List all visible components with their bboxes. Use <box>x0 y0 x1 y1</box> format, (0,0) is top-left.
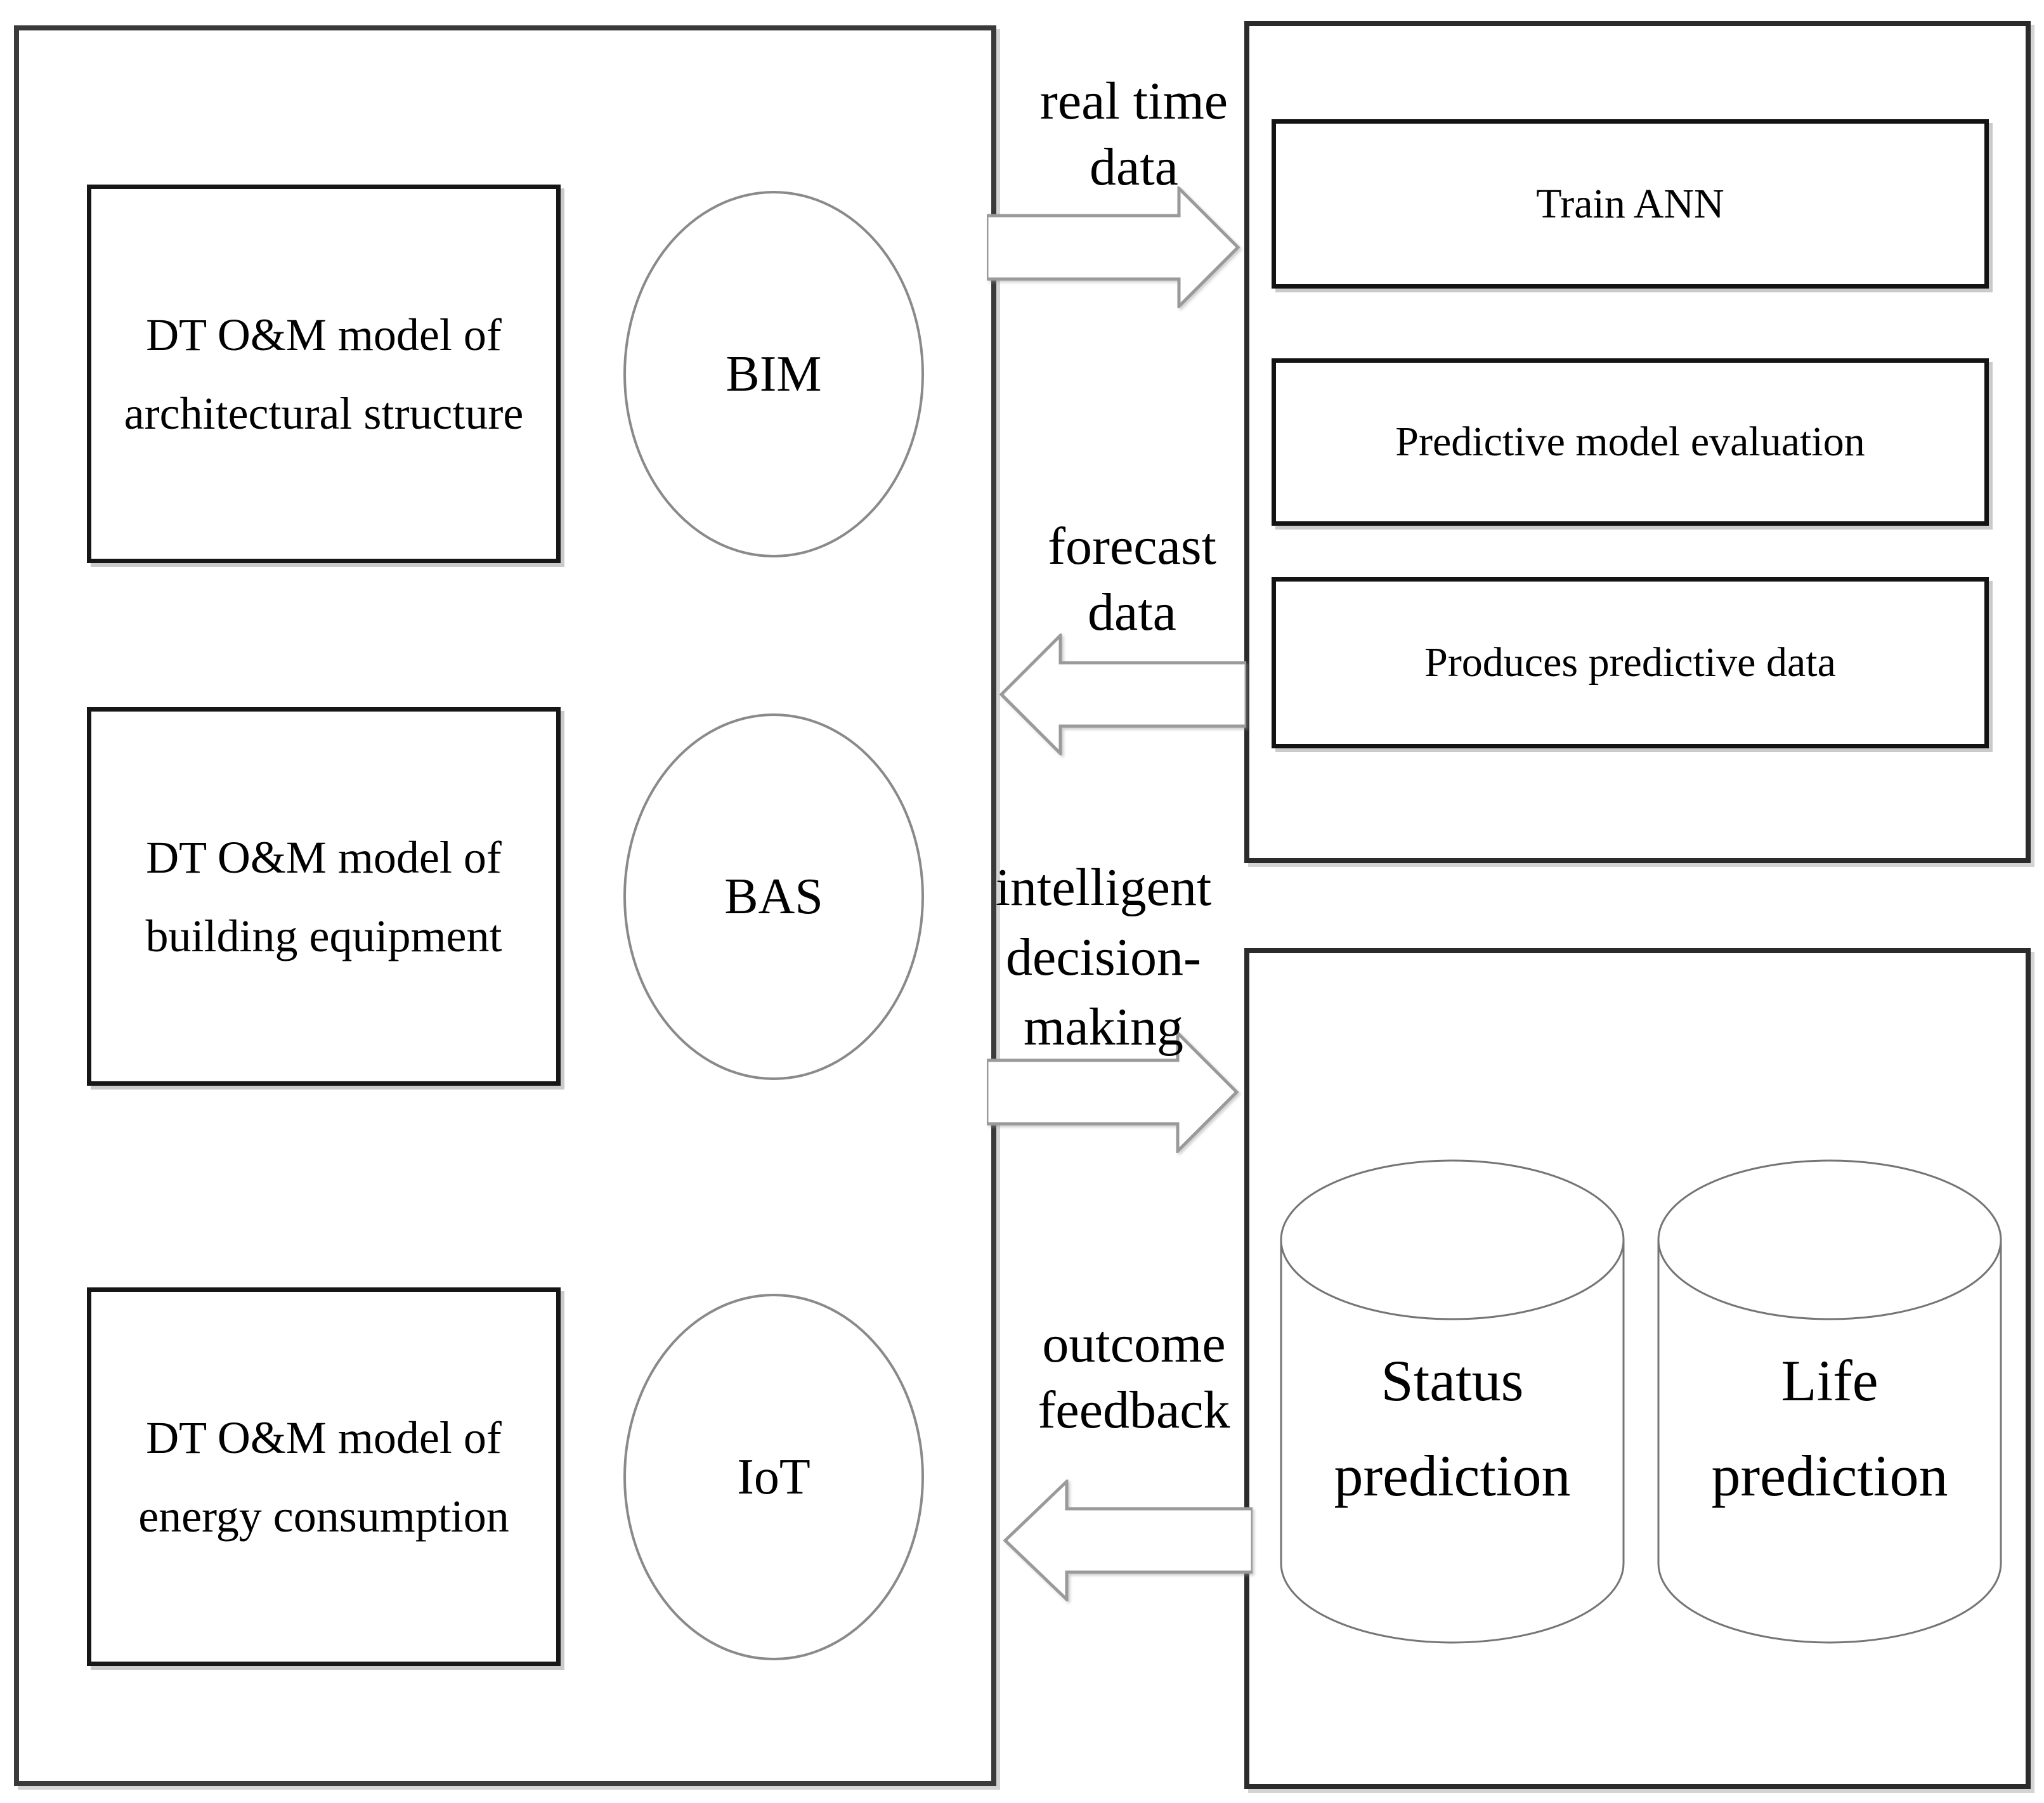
system-ellipse-label: BAS <box>724 868 823 925</box>
cylinder-label-status-prediction: Status prediction <box>1278 1333 1627 1523</box>
cylinder-label-life-prediction: Life prediction <box>1655 1333 2004 1523</box>
model-box-label-line: architectural structure <box>124 387 524 439</box>
flow-label-outcome-feedback: outcome feedback <box>998 1312 1270 1443</box>
flow-label-intelligent-decision-making: intelligent decision- making <box>967 853 1240 1062</box>
model-box-building-equipment: DT O&M model of building equipment <box>87 707 561 1086</box>
left-arrow-shape <box>999 634 1246 755</box>
step-box-train-ann: Train ANN <box>1272 119 1989 289</box>
flow-label-line: intelligent <box>995 858 1212 917</box>
cylinder-label-line: prediction <box>1334 1443 1571 1508</box>
flow-arrow-forecast-data <box>999 634 1246 755</box>
flow-label-line: forecast <box>1048 517 1216 576</box>
model-box-label-line: DT O&M model of <box>146 309 502 360</box>
cylinder-top <box>1280 1159 1625 1320</box>
model-box-label-line: DT O&M model of <box>146 1412 502 1463</box>
system-ellipse-label: IoT <box>737 1448 810 1505</box>
step-box-predictive-model-evaluation: Predictive model evaluation <box>1272 358 1989 526</box>
flow-label-line: real time <box>1039 72 1228 131</box>
step-box-label: Produces predictive data <box>1424 639 1836 686</box>
system-ellipse-bas: BAS <box>623 713 924 1080</box>
flow-label-line: decision- <box>1006 928 1201 987</box>
cylinder-body <box>1657 1240 2002 1644</box>
system-ellipse-iot: IoT <box>623 1294 924 1660</box>
flow-arrow-intelligent-decision-making <box>987 1031 1239 1153</box>
flow-label-real-time-data: real time data <box>998 68 1270 200</box>
system-ellipse-bim: BIM <box>623 191 924 557</box>
model-box-label-line: energy consumption <box>138 1490 509 1542</box>
left-arrow-shape <box>1003 1480 1253 1601</box>
flow-label-forecast-data: forecast data <box>996 514 1268 646</box>
flow-arrow-real-time-data <box>987 186 1240 308</box>
model-box-label-line: DT O&M model of <box>146 831 502 883</box>
flow-label-line: feedback <box>1038 1381 1230 1440</box>
cylinder-label-line: Life <box>1781 1348 1878 1413</box>
flow-label-line: making <box>1024 998 1183 1057</box>
flow-label-line: outcome <box>1042 1315 1226 1374</box>
flow-label-line: data <box>1090 138 1178 197</box>
flow-arrow-outcome-feedback <box>1003 1480 1253 1601</box>
database-cylinder-life-prediction <box>1657 1159 2002 1644</box>
step-box-produces-predictive-data: Produces predictive data <box>1272 577 1989 748</box>
database-cylinder-status-prediction <box>1280 1159 1625 1644</box>
step-box-label: Train ANN <box>1536 180 1724 227</box>
right-arrow-shape <box>987 1031 1239 1153</box>
model-box-architectural-structure: DT O&M model of architectural structure <box>87 185 561 563</box>
flow-label-line: data <box>1088 583 1176 642</box>
right-arrow-shape <box>987 186 1240 308</box>
step-box-label: Predictive model evaluation <box>1395 419 1865 465</box>
model-box-label-line: building equipment <box>145 910 502 961</box>
model-box-energy-consumption: DT O&M model of energy consumption <box>87 1287 561 1666</box>
cylinder-top <box>1657 1159 2002 1320</box>
system-ellipse-label: BIM <box>726 346 822 402</box>
cylinder-label-line: Status <box>1381 1348 1524 1413</box>
cylinder-label-line: prediction <box>1711 1443 1948 1508</box>
cylinder-body <box>1280 1240 1625 1644</box>
